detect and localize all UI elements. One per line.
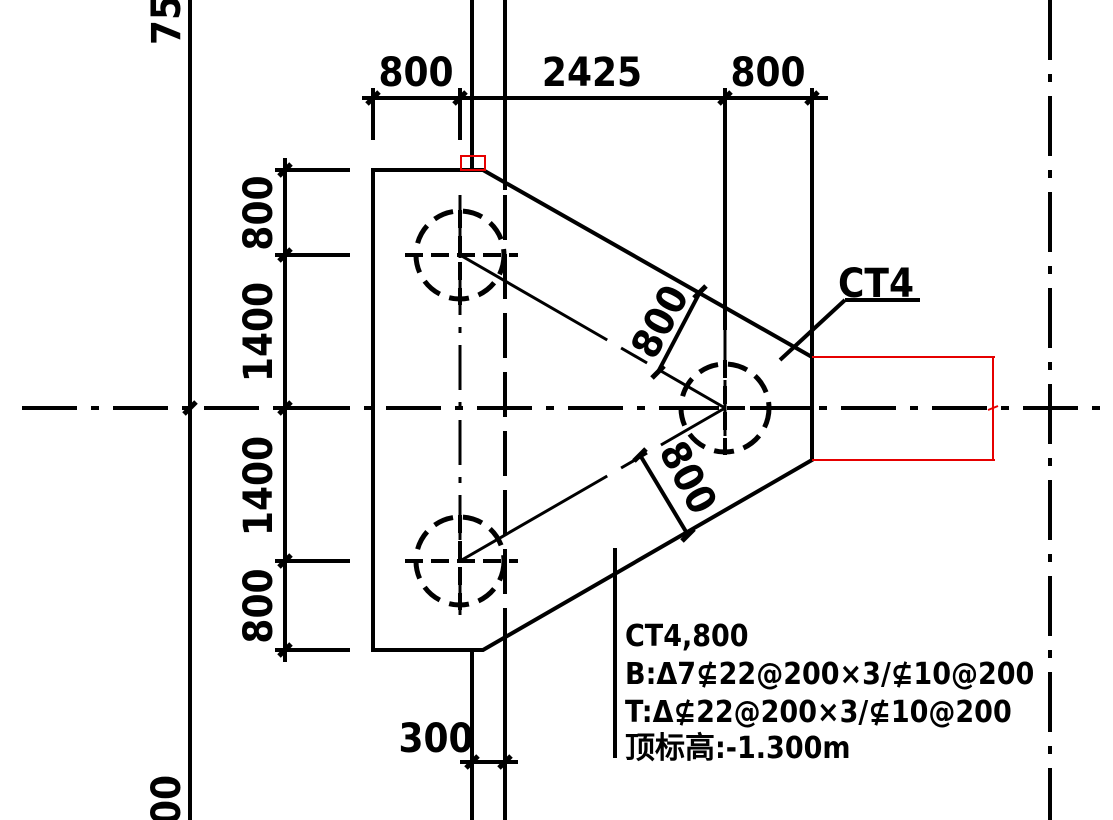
dim-top-middle: 2425: [542, 50, 642, 96]
dim-top-right: 800: [730, 50, 805, 96]
dim-left-lower: 1400: [236, 436, 282, 536]
dim-diagonal-lower: 800: [650, 434, 726, 522]
pile-right: [675, 360, 812, 455]
dim-left-top: 800: [236, 175, 282, 250]
connector-lower: [459, 406, 726, 563]
pile-cap-tag: CT4: [838, 261, 914, 307]
dim-bottom-offset: 300: [398, 716, 473, 762]
pile-connectors: [459, 253, 726, 563]
dim-top-left: 800: [378, 50, 453, 96]
connector-upper: [459, 253, 726, 410]
dim-left-upper: 1400: [236, 282, 282, 382]
annotations: CT4 CT4,800 B:Δ7⊈22@200×3/⊈10@200 T:Δ⊈22…: [625, 261, 1034, 766]
dim-partial-bottom: 00: [144, 775, 190, 820]
dim-diagonal-upper: 800: [623, 278, 699, 366]
highlight-marks: [460, 155, 999, 461]
note-line-2: B:Δ7⊈22@200×3/⊈10@200: [625, 657, 1034, 692]
note-line-4: 顶标高:-1.300m: [625, 731, 851, 766]
dimension-ticks: [182, 90, 820, 770]
dimension-texts: 800 2425 800 800 1400 1400 800 800 800 3…: [144, 0, 806, 820]
dim-partial-top: 75: [144, 0, 190, 45]
note-line-1: CT4,800: [625, 619, 749, 654]
dim-left-bottom: 800: [236, 568, 282, 643]
highlight-notch: [460, 155, 486, 171]
pile-bottom-left: [405, 514, 518, 610]
note-line-3: T:Δ⊈22@200×3/⊈10@200: [625, 695, 1012, 730]
